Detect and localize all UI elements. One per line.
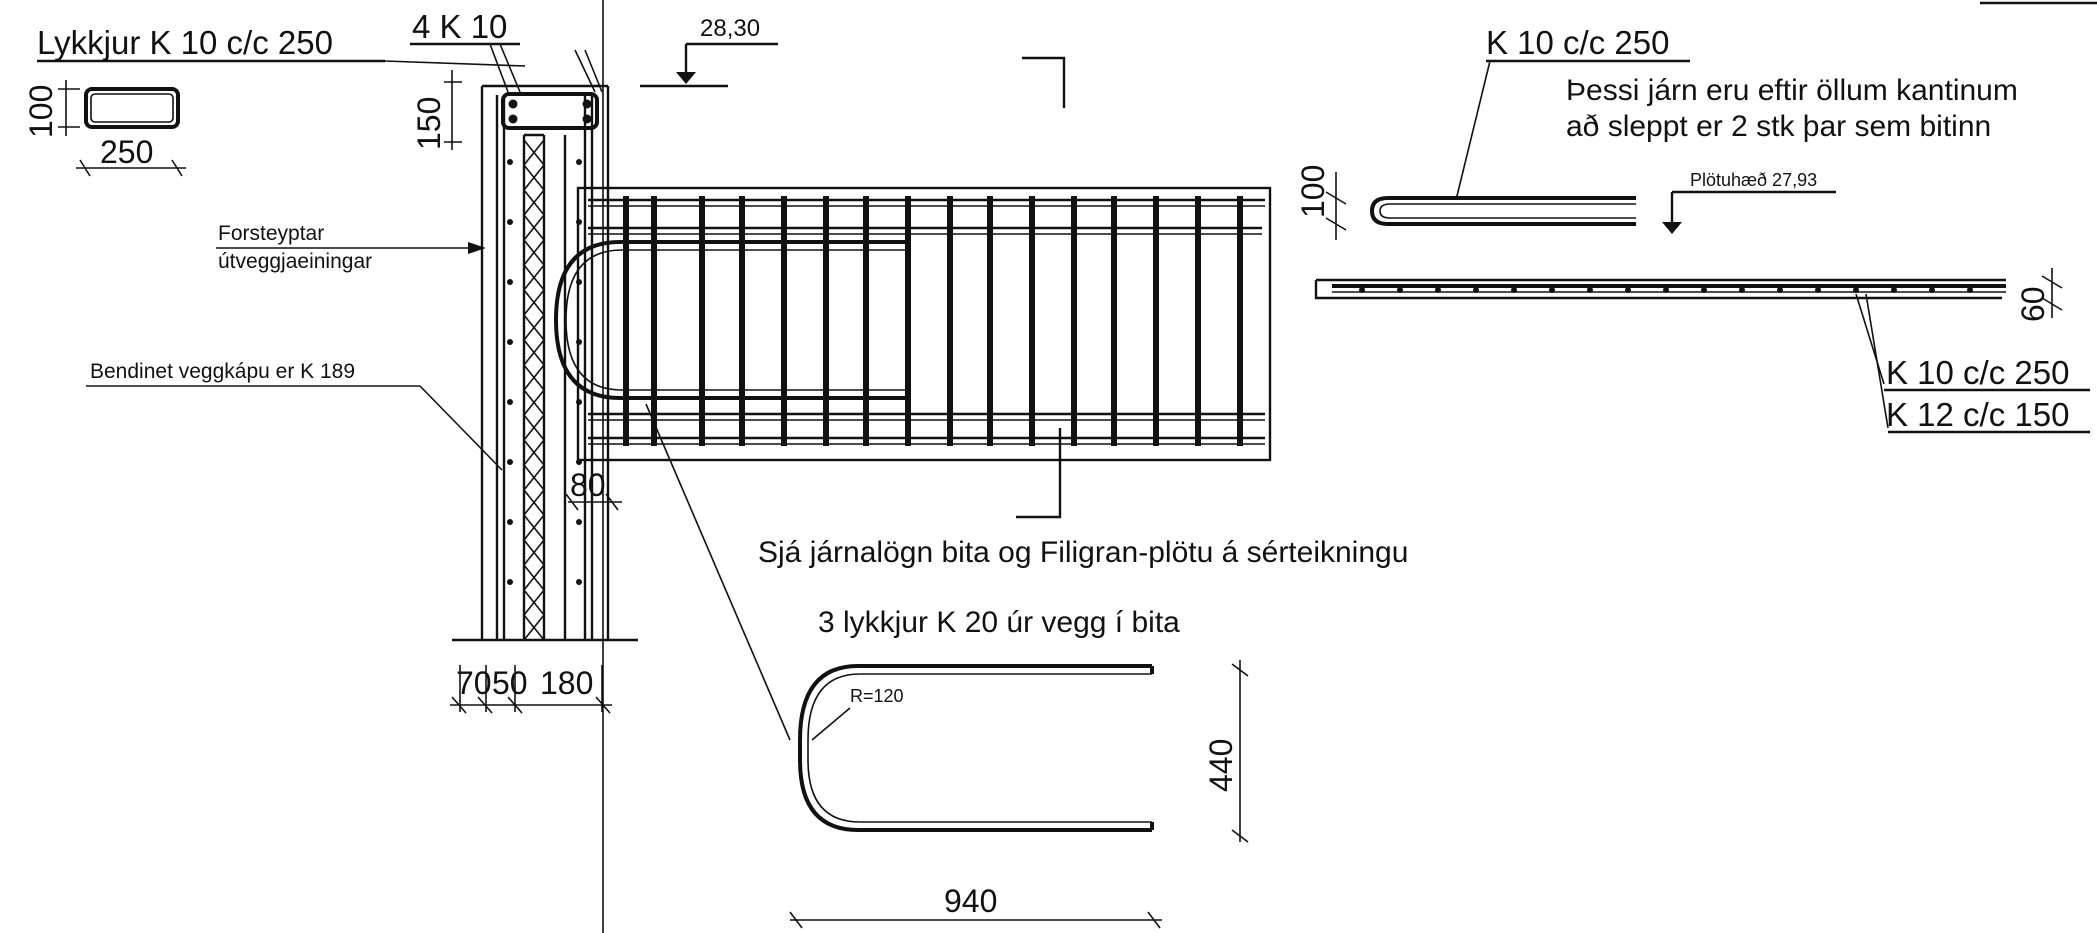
- beam-stirrups: [623, 196, 1243, 446]
- loops-from-wall-label: 3 lykkjur K 20 úr vegg í bita: [818, 606, 1180, 639]
- loop-section: [84, 87, 180, 129]
- level-arrow-top: [676, 72, 696, 84]
- right-note-line2: að sleppt er 2 stk þar sem bitinn: [1566, 110, 1991, 143]
- radius-label: R=120: [850, 686, 904, 706]
- slab-level-arrow: [1662, 222, 1682, 234]
- mesh-label: Bendinet veggkápu er K 189: [90, 360, 355, 383]
- top-cover-dim: 150: [411, 97, 447, 150]
- loop-width-dim: 250: [100, 134, 153, 170]
- loop-label: Lykkjur K 10 c/c 250: [37, 24, 333, 61]
- slab-level-text: Plötuhæð 27,93: [1690, 170, 1817, 190]
- precast-label-line1: Forsteyptar: [218, 222, 324, 245]
- u-bar-height-dim: 440: [1203, 739, 1239, 792]
- slab-bar-top-label: K 10 c/c 250: [1886, 354, 2069, 391]
- right-note-line1: Þessi járn eru eftir öllum kantinum: [1566, 74, 2018, 107]
- top-level-text: 28,30: [700, 15, 760, 42]
- hairpin-height-dim: 100: [1295, 165, 1331, 218]
- top-bars-label: 4 K 10: [412, 8, 507, 45]
- hairpin-bar: [1369, 196, 1636, 226]
- beam-gap-dim: 80: [570, 467, 606, 503]
- see-drawing-note: Sjá járnalögn bita og Filigran-plötu á s…: [758, 536, 1408, 569]
- wall-dim-180: 180: [540, 665, 593, 701]
- wall-mesh-dots-left: [507, 159, 513, 585]
- slab-bar-bottom-label: K 12 c/c 150: [1886, 396, 2069, 433]
- loop-height-dim: 100: [23, 85, 59, 138]
- beam-section: [553, 186, 1272, 462]
- right-bar-label: K 10 c/c 250: [1486, 24, 1669, 61]
- u-bar-detail: [798, 664, 1154, 832]
- u-bar-length-dim: 940: [944, 883, 997, 919]
- slab-section: [1314, 278, 2006, 300]
- wall-dim-50: 50: [492, 665, 528, 701]
- precast-wall-section: [480, 84, 610, 641]
- precast-label-line2: útveggjaeiningar: [218, 250, 372, 273]
- wall-dim-70: 70: [456, 665, 492, 701]
- slab-thickness-dim: 60: [2015, 286, 2051, 322]
